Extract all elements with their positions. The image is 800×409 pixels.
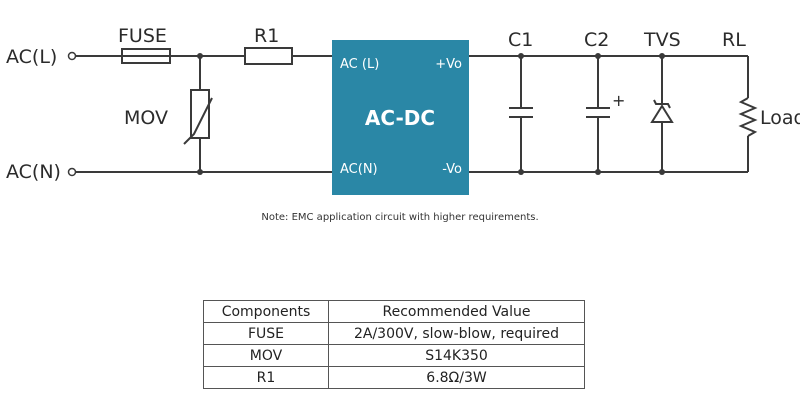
table-cell: R1 [203,366,329,389]
module-pin-neg: -Vo [442,162,462,177]
rl-load-resistor-symbol [738,56,758,172]
ac-dc-module [332,40,469,195]
fuse-label: FUSE [118,25,167,47]
table-row: MOV S14K350 [203,344,585,367]
header-recommended-value: Recommended Value [328,300,585,323]
wire-output [469,55,748,173]
c1-capacitor-symbol [509,53,533,175]
module-title: AC-DC [365,106,435,130]
module-pin-pos: +Vo [435,57,462,72]
rl-label: RL [722,29,746,51]
module-pin-ac-l: AC (L) [340,57,379,72]
r1-label: R1 [254,25,279,47]
note-text: Note: EMC application circuit with highe… [261,212,539,223]
r1-resistor-symbol [244,47,293,65]
mov-symbol [183,53,213,175]
module-pin-ac-n: AC(N) [340,162,378,177]
table-header-row: Components Recommended Value [203,300,585,323]
tvs-diode-symbol [650,53,674,175]
c2-capacitor-symbol [586,53,610,175]
fuse-symbol [121,48,171,64]
table-row: R1 6.8Ω/3W [203,366,585,389]
components-table: Components Recommended Value FUSE 2A/300… [203,300,585,389]
table-cell: FUSE [203,322,329,345]
table-cell: MOV [203,344,329,367]
ac-l-terminal [67,51,77,61]
mov-label: MOV [124,107,168,129]
c2-label: C2 [584,29,609,51]
tvs-label: TVS [643,29,681,51]
table-cell: 6.8Ω/3W [328,366,585,389]
ac-l-label: AC(L) [6,46,57,68]
load-label: Load [760,107,800,129]
c2-polarity-label: + [612,91,625,110]
c1-label: C1 [508,29,533,51]
table-cell: S14K350 [328,344,585,367]
table-row: FUSE 2A/300V, slow-blow, required [203,322,585,345]
circuit-diagram: AC(L) AC(N) FUSE R1 MOV C1 C2 TVS RL Loa… [6,25,800,195]
ac-n-label: AC(N) [6,161,61,183]
table-cell: 2A/300V, slow-blow, required [328,322,585,345]
ac-n-terminal [67,167,77,177]
header-components: Components [203,300,329,323]
